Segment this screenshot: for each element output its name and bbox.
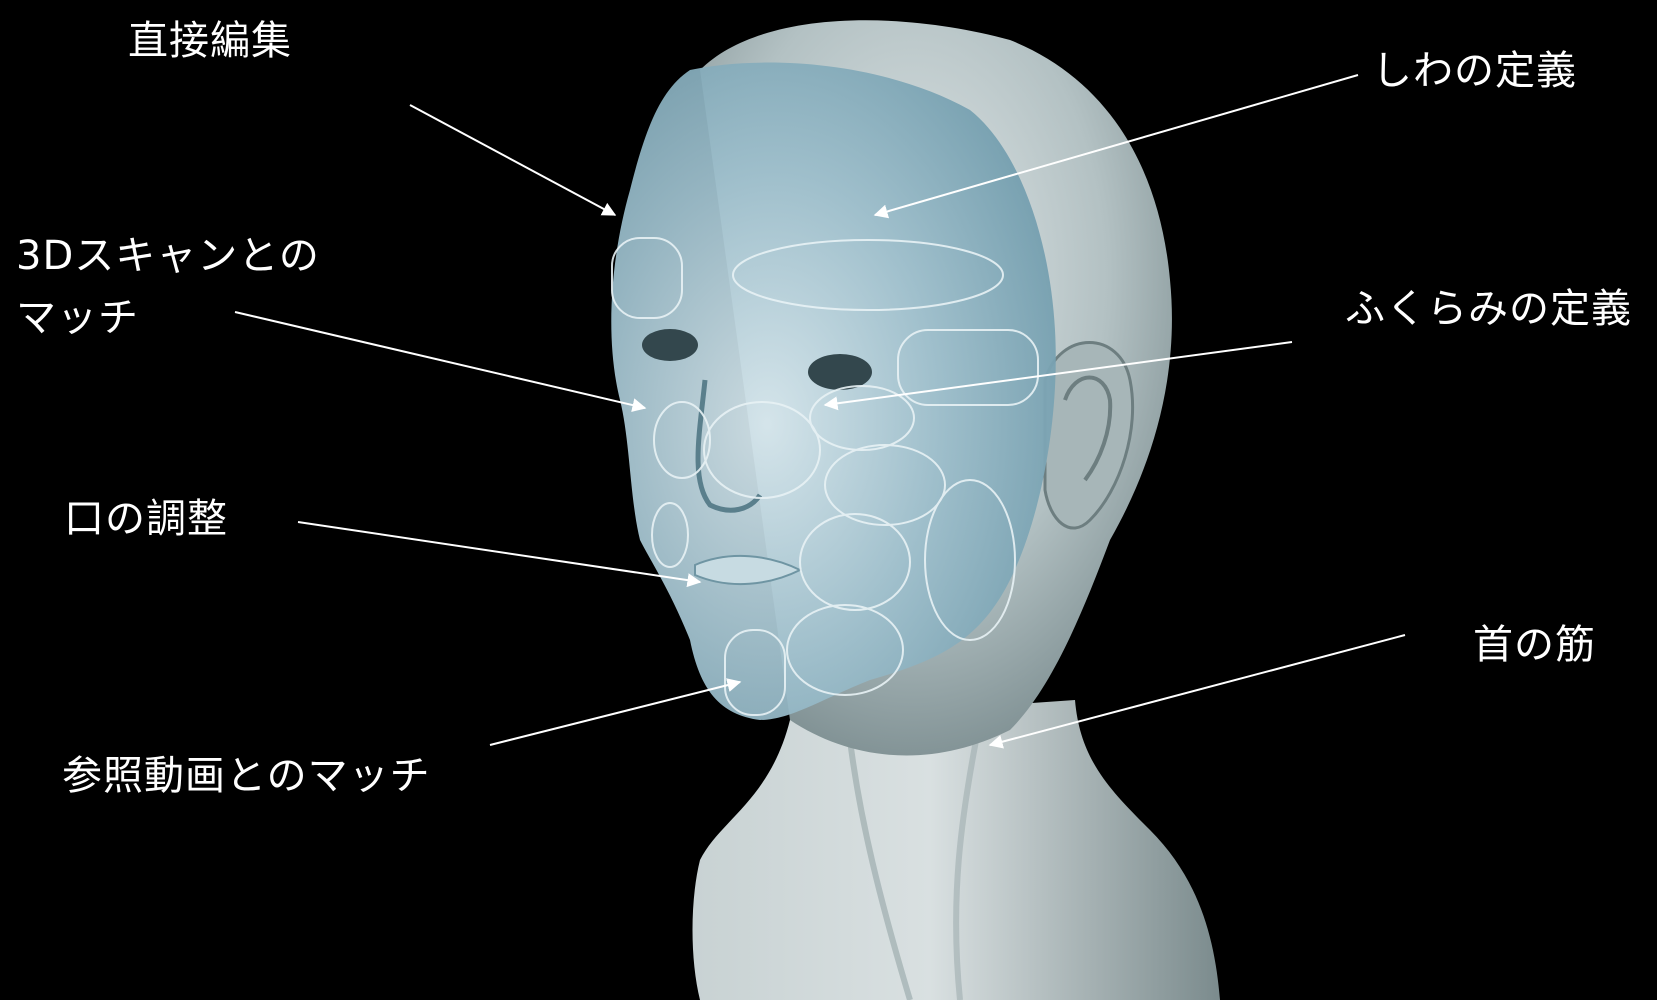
label-mouth-adjust: 口の調整 [64,488,228,550]
label-scan-match-line2: マッチ [16,287,320,349]
arrow-direct-edit [410,105,615,215]
label-wrinkle-definition: しわの定義 [1372,40,1577,102]
right-eye [808,354,872,390]
label-direct-edit: 直接編集 [128,10,292,72]
arrow-reference-video [490,682,740,745]
label-scan-match-line1: 3Dスキャンとの [16,225,320,287]
label-reference-video-match: 参照動画とのマッチ [62,745,431,807]
label-scan-match: 3Dスキャンとの マッチ [16,225,320,349]
label-neck-muscle: 首の筋 [1473,614,1596,676]
left-eye [642,329,698,361]
label-bulge-definition: ふくらみの定義 [1345,278,1632,340]
